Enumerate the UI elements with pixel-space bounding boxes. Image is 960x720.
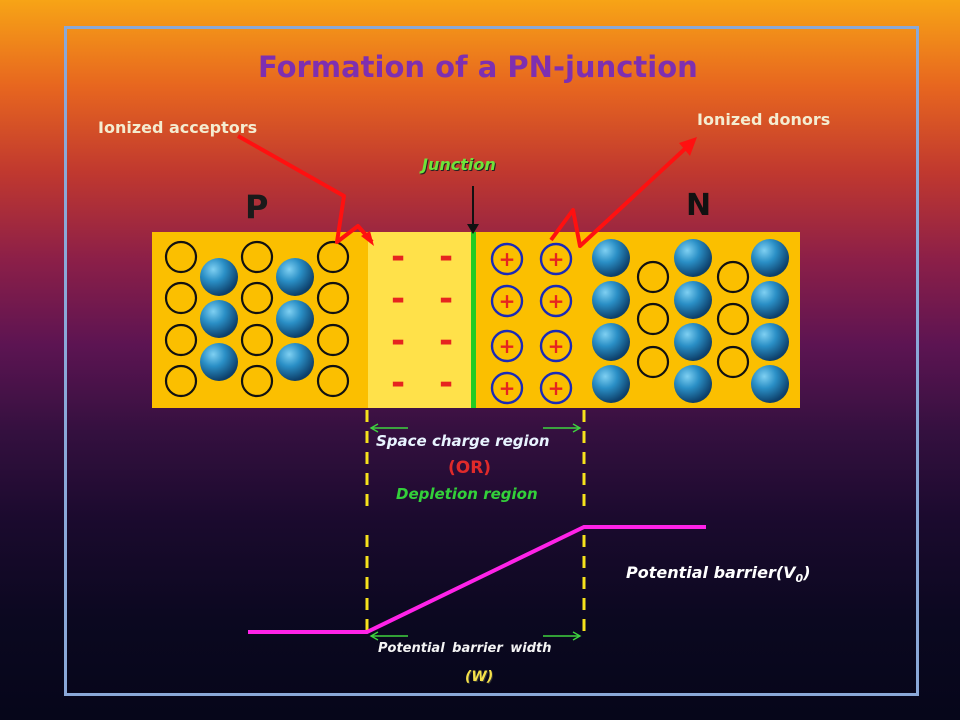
atom [592,239,630,277]
atom [200,343,238,381]
depletion-n-side [476,232,582,408]
electron [716,302,750,336]
acceptor-ion: - [391,321,405,361]
hole [240,281,274,315]
atom [592,281,630,319]
atom [200,258,238,296]
electron [716,260,750,294]
acceptor-ion: - [439,321,453,361]
hole [164,323,198,357]
donor-arrow-head [679,137,697,156]
acceptor-ion: - [391,237,405,277]
atom [751,365,789,403]
hole [316,281,350,315]
hole [240,323,274,357]
label-depletion-region: Depletion region [396,485,538,503]
donor-ion: + [548,247,565,271]
donor-ion: + [499,289,516,313]
potential-barrier-subscript: 0 [795,572,804,586]
electron [636,260,670,294]
potential-barrier-text: Potential barrier(V [626,563,796,582]
slide-frame [64,26,919,696]
junction-arrow-head [467,224,479,234]
potential-barrier-close: ) [803,563,811,582]
atom [674,239,712,277]
electron [636,345,670,379]
label-p-region: P [245,188,269,226]
hole [164,240,198,274]
acceptor-ion: - [439,237,453,277]
atom [276,343,314,381]
n-electrons [636,260,750,379]
hole [240,364,274,398]
atom [751,281,789,319]
label-junction: Junction [422,155,496,174]
donor-ion: + [499,247,516,271]
atom [674,323,712,361]
donor-ion: + [548,376,565,400]
hole [316,323,350,357]
atom [276,300,314,338]
atom [674,281,712,319]
atom [751,239,789,277]
acceptor-ion: - [439,279,453,319]
depletion-boundaries [365,410,586,636]
atom [674,365,712,403]
hole [164,364,198,398]
junction-line [471,232,476,408]
donor-arrow [549,144,690,248]
space-charge-dimension [369,423,582,433]
atom [592,365,630,403]
acceptor-arrow-head [361,231,374,246]
donor-ions: + + + + + + + + [499,247,565,400]
atom [276,258,314,296]
electron [716,345,750,379]
label-potential-barrier: Potential barrier(V0) [626,563,811,585]
p-atoms [200,258,314,381]
donor-ion: + [499,334,516,358]
label-potential-barrier-width: Potential barrier width [378,641,552,656]
atom [751,323,789,361]
donor-rings [490,242,573,405]
barrier-width-dimension [369,631,582,641]
potential-barrier-curve [248,525,706,634]
atom [200,300,238,338]
label-or: (OR) [448,458,492,478]
depletion-p-side [368,232,472,408]
donor-ion: + [499,376,516,400]
label-space-charge-region: Space charge region [376,432,550,450]
donor-ion: + [548,334,565,358]
acceptor-ion: - [439,363,453,403]
electron [636,302,670,336]
acceptor-ion: - [391,279,405,319]
slide-title: Formation of a PN-junction [258,50,698,84]
label-n-region: N [686,188,712,223]
hole [316,240,350,274]
acceptor-arrow [237,134,374,244]
n-atoms [592,239,789,403]
hole [164,281,198,315]
hole [240,240,274,274]
label-w: (W) [465,669,494,685]
acceptor-ion: - [391,363,405,403]
p-holes [164,240,350,398]
label-ionized-donors: Ionized donors [697,110,831,129]
donor-ion: + [548,289,565,313]
p-region-block [152,232,368,408]
label-ionized-acceptors: Ionized acceptors [98,118,258,137]
hole [316,364,350,398]
atom [592,323,630,361]
acceptor-ions: - - - - - - - - [391,237,453,403]
